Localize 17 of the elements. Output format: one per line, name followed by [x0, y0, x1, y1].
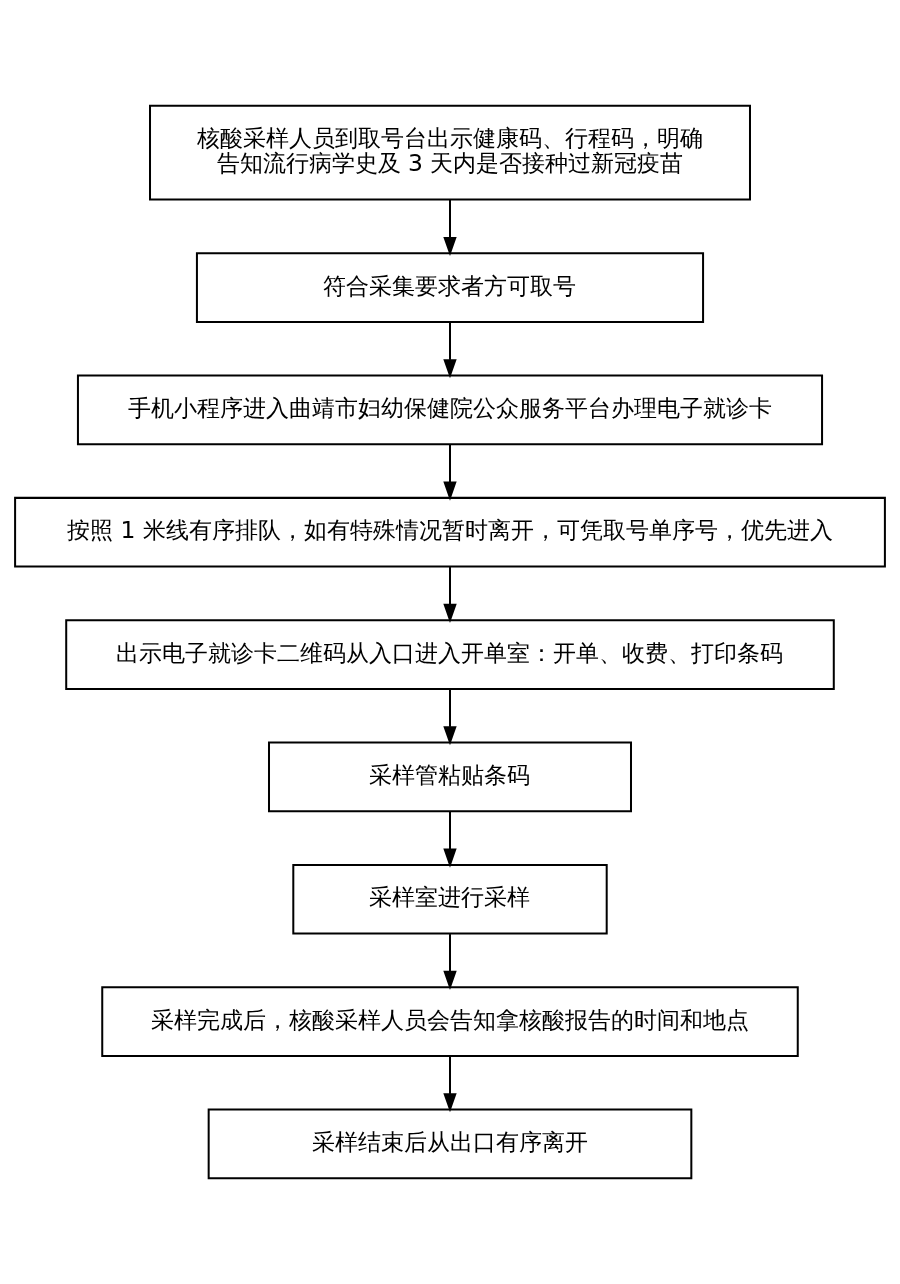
node-box: 按照 1 米线有序排队，如有特殊情况暂时离开，可凭取号单序号，优先进入	[14, 496, 886, 568]
node-box: 出示电子就诊卡二维码从入口进入开单室：开单、收费、打印条码	[65, 619, 835, 690]
arrow	[443, 811, 457, 868]
arrow	[443, 199, 457, 256]
node-box: 采样结束后从出口有序离开	[207, 1108, 693, 1180]
arrow	[443, 444, 457, 501]
node-box: 采样完成后，核酸采样人员会告知拿核酸报告的时间和地点	[101, 986, 799, 1057]
arrow	[443, 934, 457, 990]
arrow	[443, 567, 457, 623]
node-box: 核酸采样人员到取号台出示健康码、行程码，明确告知流行病学史及 3 天内是否接种过新冠疫苗	[149, 104, 751, 201]
arrow	[443, 689, 457, 746]
arrow	[443, 1056, 457, 1113]
node-box: 采样室进行采样	[292, 863, 608, 935]
node-box: 手机小程序进入曲靖市妇幼保健院公众服务平台办理电子就诊卡	[76, 374, 824, 446]
node-box: 符合采集要求者方可取号	[195, 252, 705, 323]
node-box: 采样管粘贴条码	[268, 741, 632, 813]
arrow	[443, 322, 457, 379]
